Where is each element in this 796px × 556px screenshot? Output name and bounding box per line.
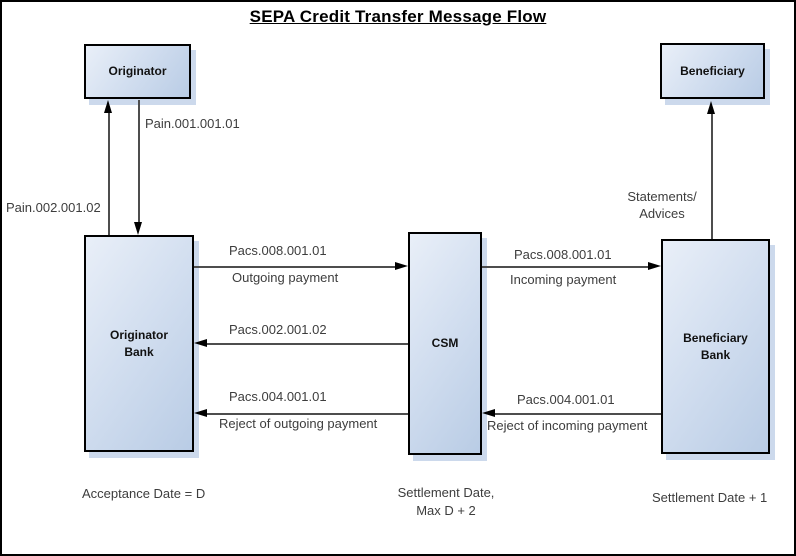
pacs-008-incoming-message-label: Pacs.008.001.01	[514, 247, 612, 262]
originator-bank-label: Originator Bank	[109, 327, 168, 359]
settlement-date-plus1-footnote: Settlement Date + 1	[652, 490, 768, 505]
pacs-004-outgoing-arrowhead-left-icon	[194, 409, 207, 417]
pacs-004-outgoing-desc-label: Reject of outgoing payment	[219, 416, 378, 431]
originator-label: Originator	[108, 64, 167, 79]
csm-box: CSM	[408, 232, 482, 455]
originator-bank-box: Originator Bank	[84, 235, 194, 452]
pacs-008-incoming-arrowhead-right-icon	[648, 262, 661, 270]
pain-002-arrow-line	[108, 110, 110, 235]
pain-001-arrowhead-down-icon	[134, 222, 142, 235]
pacs-004-incoming-desc-label: Reject of incoming payment	[487, 418, 648, 433]
pacs-004-incoming-message-label: Pacs.004.001.01	[517, 392, 615, 407]
pacs-004-incoming-arrow-line	[495, 413, 661, 415]
pain-002-arrowhead-up-icon	[104, 100, 112, 113]
pain-001-message-label: Pain.001.001.01	[145, 116, 240, 131]
statements-message-label: Statements/ Advices	[627, 189, 697, 221]
statements-arrowhead-up-icon	[707, 101, 715, 114]
pacs-008-incoming-arrow-line	[482, 266, 648, 268]
pacs-008-outgoing-arrow-line	[194, 266, 397, 268]
pacs-008-outgoing-arrowhead-right-icon	[395, 262, 408, 270]
pacs-008-incoming-desc-label: Incoming payment	[510, 272, 617, 287]
pacs-004-outgoing-arrow-line	[207, 413, 408, 415]
pacs-002-arrowhead-left-icon	[194, 339, 207, 347]
pacs-002-message-label: Pacs.002.001.02	[229, 322, 327, 337]
pain-002-message-label: Pain.002.001.02	[6, 200, 101, 215]
acceptance-date-footnote: Acceptance Date = D	[82, 486, 206, 501]
beneficiary-box: Beneficiary	[660, 43, 765, 99]
pain-001-arrow-line	[138, 100, 140, 223]
pacs-004-outgoing-message-label: Pacs.004.001.01	[229, 389, 327, 404]
beneficiary-bank-label: Beneficiary Bank	[683, 330, 748, 362]
beneficiary-bank-box: Beneficiary Bank	[661, 239, 770, 454]
settlement-date-csm-footnote: Settlement Date, Max D + 2	[397, 485, 495, 518]
pacs-008-outgoing-message-label: Pacs.008.001.01	[229, 243, 327, 258]
beneficiary-label: Beneficiary	[680, 63, 745, 78]
diagram-title: SEPA Credit Transfer Message Flow	[249, 7, 547, 26]
pacs-004-incoming-arrowhead-left-icon	[482, 409, 495, 417]
statements-arrow-line	[711, 112, 713, 239]
pacs-002-arrow-line	[207, 343, 408, 345]
pacs-008-outgoing-desc-label: Outgoing payment	[232, 270, 339, 285]
originator-box: Originator	[84, 44, 191, 99]
csm-label: CSM	[431, 336, 459, 351]
